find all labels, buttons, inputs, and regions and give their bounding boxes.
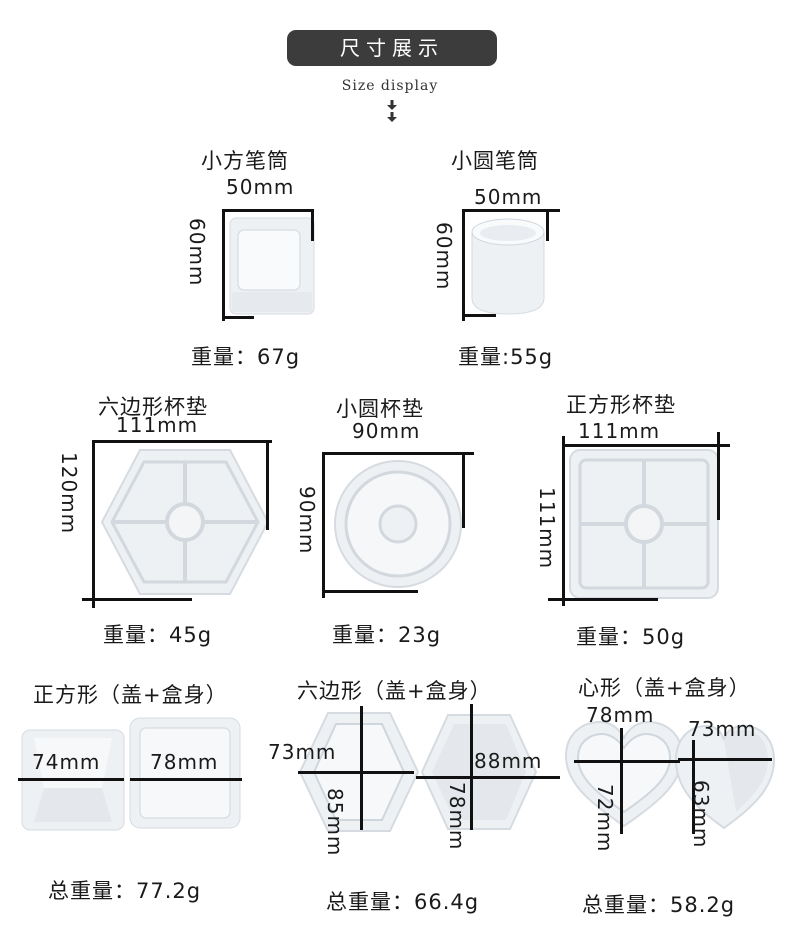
product-weight-small-round-pen-holder: 重量:55g <box>458 345 554 369</box>
product-weight-square-box: 总重量：77.2g <box>48 879 202 903</box>
heart-box-lid-image <box>564 720 684 828</box>
small-square-pen-holder-image <box>229 217 315 315</box>
dim-width-small-round-coaster: 90mm <box>352 419 421 443</box>
dim-line <box>360 706 363 830</box>
dim-line <box>222 316 254 319</box>
dim-line <box>574 760 680 763</box>
product-weight-hexagon-box: 总重量：66.4g <box>326 890 480 914</box>
dim-line <box>92 440 95 608</box>
product-weight-small-square-pen-holder: 重量：67g <box>191 345 301 369</box>
dim-line <box>82 598 192 601</box>
dim-line <box>462 452 465 528</box>
dim-heart-box-body-width: 73mm <box>688 717 757 741</box>
dim-line <box>322 590 418 593</box>
dim-line <box>562 444 730 447</box>
dim-square-box-lid: 74mm <box>32 750 101 774</box>
double-down-arrow-icon <box>387 100 397 122</box>
dim-width-small-round-pen-holder: 50mm <box>474 185 543 209</box>
dim-square-box-body: 78mm <box>150 750 219 774</box>
dim-line <box>92 440 272 443</box>
section-subtitle: Size display <box>341 78 439 94</box>
dim-hexagon-box-lid-width: 73mm <box>268 740 337 764</box>
small-round-coaster-image <box>334 460 462 588</box>
product-name-hexagon-coaster: 六边形杯垫 <box>98 395 208 419</box>
dim-line <box>266 440 269 530</box>
product-name-small-round-coaster: 小圆杯垫 <box>336 397 424 421</box>
small-round-pen-holder-image <box>471 218 545 315</box>
dim-width-hexagon-coaster: 111mm <box>116 413 199 437</box>
product-name-square-box: 正方形（盖+盒身） <box>33 683 228 707</box>
dim-line <box>298 771 414 774</box>
square-box-body-image <box>129 717 241 829</box>
dim-line <box>620 728 623 834</box>
product-name-hexagon-box: 六边形（盖+盒身） <box>297 679 492 703</box>
dim-line <box>462 314 496 317</box>
dim-heart-box-lid-height: 72mm <box>593 784 617 853</box>
dim-heart-box-body-height: 63mm <box>689 780 713 849</box>
dim-line <box>462 209 560 212</box>
dim-height-small-square-pen-holder: 60mm <box>185 218 209 287</box>
dim-line <box>548 598 658 601</box>
hexagon-box-body-image <box>420 714 538 830</box>
dim-line <box>18 778 124 781</box>
dim-width-small-square-pen-holder: 50mm <box>226 175 295 199</box>
product-weight-small-round-coaster: 重量：23g <box>332 623 442 647</box>
dim-height-hexagon-coaster: 120mm <box>57 452 81 535</box>
dim-line <box>717 432 720 520</box>
product-name-square-coaster: 正方形杯垫 <box>566 393 676 417</box>
dim-height-small-round-coaster: 90mm <box>295 486 319 555</box>
dim-line <box>692 740 695 834</box>
dim-line <box>222 209 314 212</box>
dim-line <box>562 436 565 606</box>
dim-line <box>222 209 225 321</box>
dim-height-square-coaster: 111mm <box>535 487 559 570</box>
dim-line <box>322 452 325 598</box>
square-coaster-image <box>569 449 719 599</box>
product-weight-square-coaster: 重量：50g <box>576 625 686 649</box>
product-name-heart-box: 心形（盖+盒身） <box>578 676 751 700</box>
dim-line <box>416 776 560 779</box>
dim-line <box>130 778 242 781</box>
hexagon-coaster-image <box>100 449 270 595</box>
dim-line <box>462 209 465 321</box>
dim-line <box>311 209 314 241</box>
product-name-small-square-pen-holder: 小方笔筒 <box>201 149 289 173</box>
dim-line <box>470 704 473 830</box>
dim-line <box>322 452 474 455</box>
section-title-badge: 尺寸展示 <box>287 30 497 66</box>
dim-hexagon-box-lid-height: 85mm <box>323 788 347 857</box>
dim-width-square-coaster: 111mm <box>578 419 661 443</box>
product-weight-heart-box: 总重量：58.2g <box>582 893 736 917</box>
dim-heart-box-lid-width: 78mm <box>586 703 655 727</box>
dim-hexagon-box-body-width: 88mm <box>474 749 543 773</box>
dim-line <box>678 758 772 761</box>
dim-hexagon-box-body-height: 78mm <box>445 782 469 851</box>
dim-height-small-round-pen-holder: 60mm <box>432 222 456 291</box>
dim-line <box>546 209 549 241</box>
product-name-small-round-pen-holder: 小圆笔筒 <box>451 149 539 173</box>
product-weight-hexagon-coaster: 重量：45g <box>103 623 213 647</box>
